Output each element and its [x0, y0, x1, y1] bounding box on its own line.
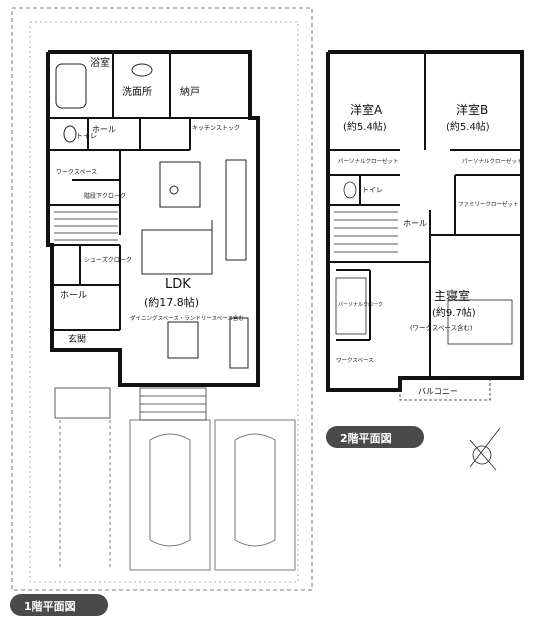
parking-area — [59, 419, 296, 571]
room-ldk-note: ダイニングスペース・ランドリースペース含む — [130, 314, 244, 322]
entrance-steps — [54, 387, 207, 421]
room-shoes-closet: シューズクローク — [84, 256, 132, 264]
floor1-labels: 浴室 洗面所 納戸 トイレ ホール キッチンストック ワークスペース 階段下クロ… — [56, 56, 244, 345]
room-workspace-f2: ワークスペース — [336, 357, 374, 364]
floor1-badge-text: 1階平面図 — [24, 599, 76, 613]
family-closet: ファミリークローゼット — [458, 200, 519, 208]
floor2-badge-text: 2階平面図 — [340, 431, 392, 445]
floor2-labels: 洋室A (約5.4帖) 洋室B (約5.4帖) パーソナルクローゼット パーソナ… — [336, 102, 523, 396]
floor1-fixtures — [54, 63, 249, 369]
room-master: 主寝室 — [434, 288, 470, 303]
room-stair-closet: 階段下クローク — [84, 192, 126, 200]
room-genkan: 玄関 — [68, 333, 86, 345]
room-bath: 浴室 — [90, 56, 110, 69]
room-kitchen-stock: キッチンストック — [192, 125, 240, 132]
room-a-size: (約5.4帖) — [343, 120, 387, 133]
closet-a: パーソナルクローゼット — [338, 157, 399, 165]
room-storage: 納戸 — [180, 85, 200, 98]
floor1-badge: 1階平面図 — [10, 594, 108, 616]
floor2-fixtures — [334, 181, 513, 401]
floor1-inner-walls — [48, 52, 250, 331]
room-workspace-f1: ワークスペース — [56, 169, 97, 176]
room-b-size: (約5.4帖) — [446, 120, 490, 133]
balcony: バルコニー — [418, 387, 458, 396]
room-b: 洋室B — [456, 102, 488, 117]
personal-closet: パーソナルクローク — [338, 302, 383, 308]
room-ldk: LDK — [165, 277, 191, 292]
compass-icon — [469, 427, 501, 471]
room-toilet-f1: トイレ — [76, 132, 97, 140]
floor2-inner-walls — [328, 52, 522, 378]
room-a: 洋室A — [350, 102, 383, 117]
room-hall-f2: ホール — [403, 219, 427, 228]
room-hall-upper: ホール — [92, 125, 116, 134]
room-toilet-f2: トイレ — [362, 186, 383, 194]
room-washroom: 洗面所 — [122, 86, 152, 98]
floor2-badge: 2階平面図 — [326, 426, 424, 448]
room-hall-lower: ホール — [60, 290, 87, 301]
room-master-size: (約9.7帖) — [432, 306, 476, 319]
room-ldk-size: (約17.8帖) — [144, 295, 199, 309]
site-lot — [11, 7, 313, 591]
room-master-note: (ワークスペース含む) — [410, 323, 473, 332]
closet-b: パーソナルクローゼット — [462, 157, 523, 165]
